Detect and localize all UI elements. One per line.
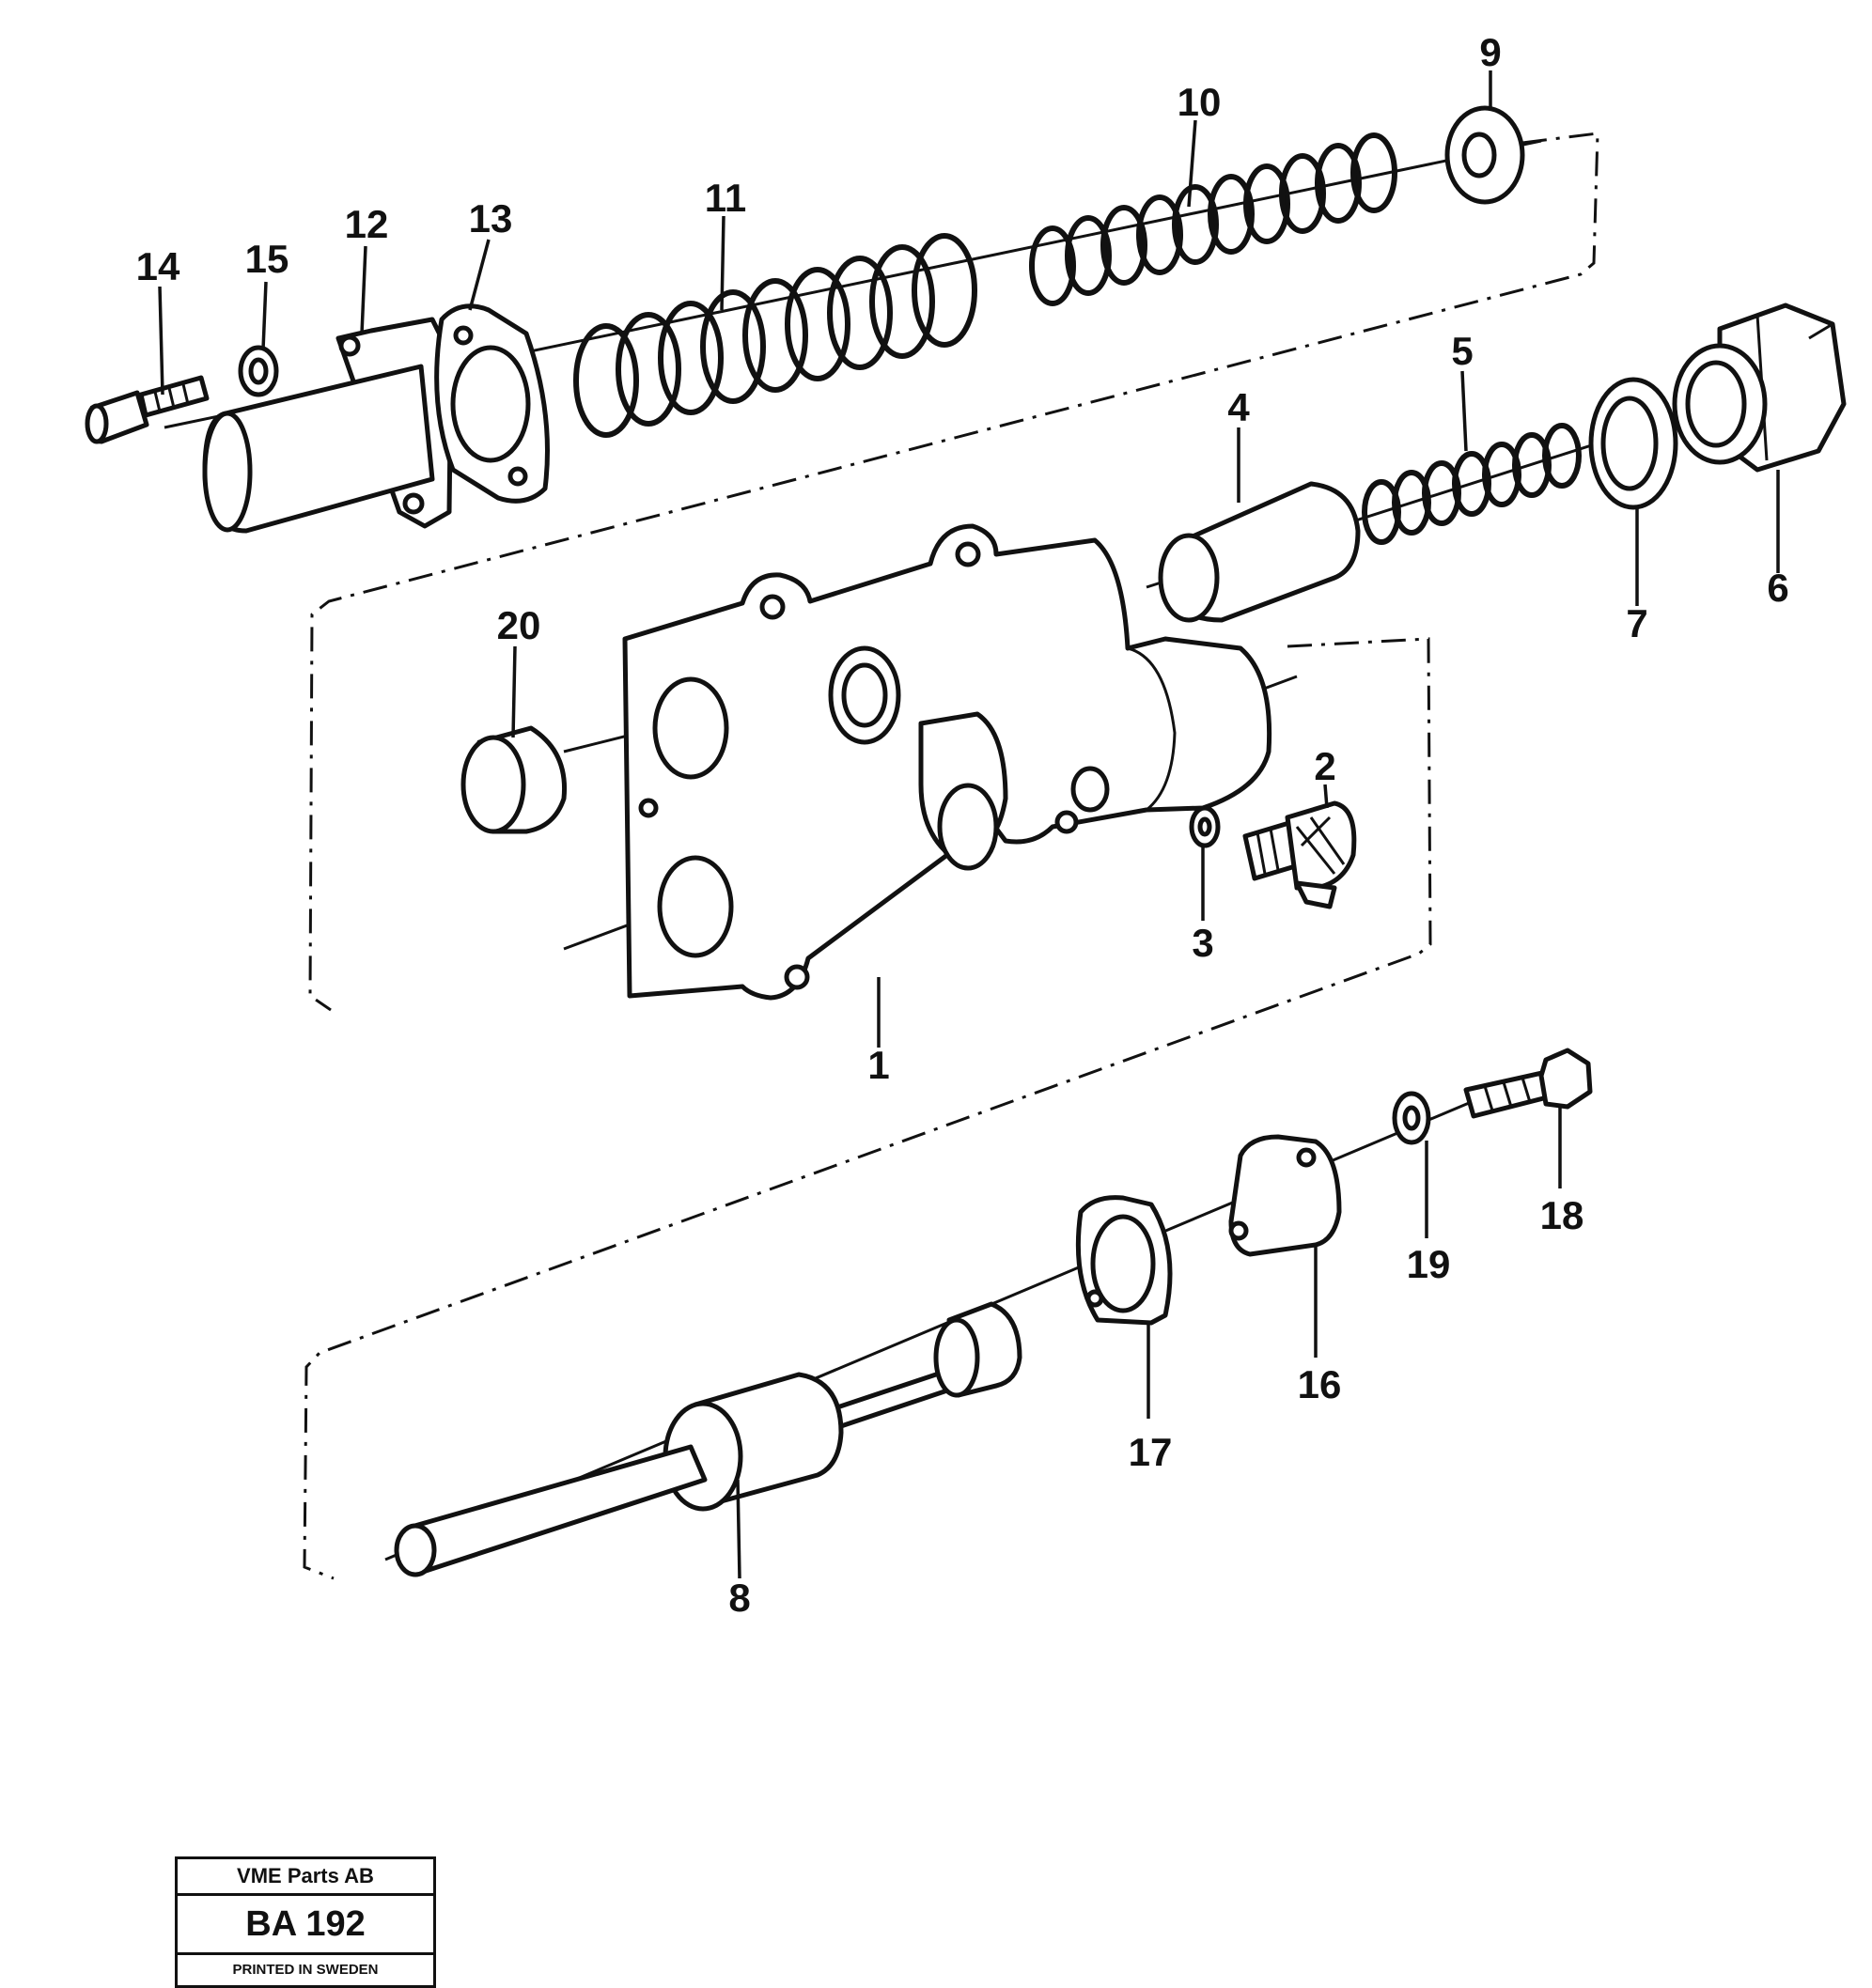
- callout-6: 6: [1767, 566, 1788, 610]
- washer-part-9: [1444, 105, 1525, 205]
- title-block: VME Parts AB BA 192 PRINTED IN SWEDEN: [175, 1856, 436, 1988]
- callout-9: 9: [1479, 30, 1501, 74]
- screw-plug-part: [1242, 800, 1357, 909]
- callout-18: 18: [1540, 1193, 1584, 1237]
- callout-10: 10: [1178, 80, 1222, 124]
- callout-20: 20: [497, 603, 541, 647]
- callout-4: 4: [1227, 385, 1250, 429]
- spring-part-5: [1362, 423, 1582, 545]
- spool-part: [394, 1301, 1022, 1577]
- valve-housing-part: [622, 523, 1272, 1001]
- callout-17: 17: [1129, 1430, 1173, 1474]
- hex-bolt-part: [1463, 1048, 1593, 1119]
- washer-part-3: [1189, 805, 1221, 848]
- small-spring-part-10: [1029, 132, 1397, 306]
- hex-plug-part: [1672, 303, 1847, 473]
- title-block-printed: PRINTED IN SWEDEN: [232, 1962, 379, 1978]
- cover-plate-part: [1228, 1134, 1342, 1257]
- callout-11: 11: [705, 176, 746, 220]
- callout-8: 8: [728, 1576, 750, 1620]
- gasket-part-13: [434, 303, 550, 504]
- piston-part: [1158, 481, 1361, 623]
- callout-13: 13: [469, 196, 513, 241]
- callout-16: 16: [1298, 1362, 1342, 1406]
- cap-screw-part: [85, 375, 210, 444]
- title-block-company: VME Parts AB: [178, 1859, 433, 1896]
- callout-12: 12: [345, 202, 389, 246]
- washer-part-19: [1392, 1091, 1431, 1145]
- callout-1: 1: [867, 1043, 889, 1087]
- callout-2: 2: [1314, 744, 1335, 788]
- large-spring-part: [573, 233, 977, 438]
- callout-14: 14: [136, 244, 180, 288]
- callout-15: 15: [245, 237, 289, 281]
- cover-cylinder-part: [202, 317, 454, 534]
- plug-part: [460, 725, 568, 834]
- callout-labels: 1 2 3 4 5 6 7 8 9 10 11 12 13 14 15 16 1…: [136, 30, 1789, 1620]
- assembly-boundaries: [303, 132, 1599, 1580]
- callout-7: 7: [1626, 601, 1647, 645]
- title-block-code: BA 192: [178, 1896, 433, 1955]
- leader-lines: [158, 70, 1780, 1579]
- callout-19: 19: [1407, 1242, 1451, 1286]
- washer-part-15: [238, 345, 279, 397]
- gasket-part-17: [1075, 1195, 1173, 1326]
- washer-part-7: [1588, 377, 1678, 510]
- callout-5: 5: [1451, 329, 1473, 373]
- callout-3: 3: [1192, 921, 1213, 965]
